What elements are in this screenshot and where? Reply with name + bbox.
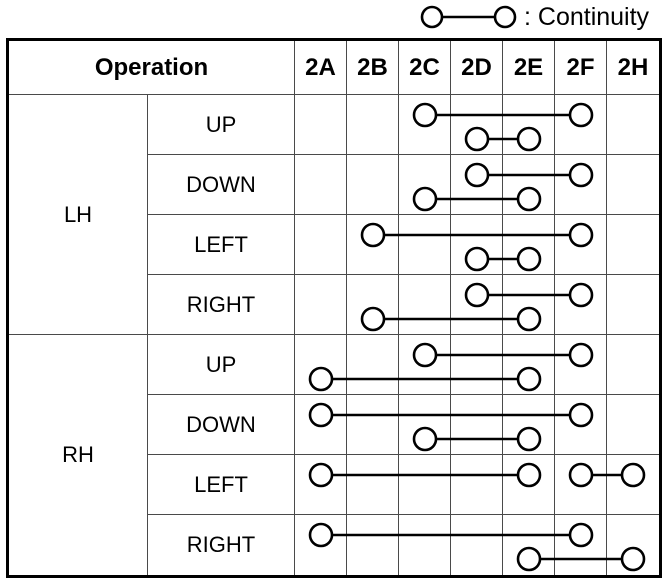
terminal-cell-2f <box>555 215 607 275</box>
terminal-cell-2b <box>347 455 399 515</box>
terminal-cell-2c <box>399 95 451 155</box>
operation-cell-lh-right: RIGHT <box>148 275 295 335</box>
terminal-cell-2f <box>555 515 607 575</box>
continuity-symbol-icon <box>420 5 517 29</box>
terminal-cell-2b <box>347 215 399 275</box>
terminal-cell-2d <box>451 395 503 455</box>
terminal-cell-2e <box>503 515 555 575</box>
terminal-cell-2d <box>451 95 503 155</box>
header-row: Operation 2A 2B 2C 2D 2E 2F 2H <box>9 41 659 95</box>
terminal-cell-2a <box>295 155 347 215</box>
operation-cell-lh-up: UP <box>148 95 295 155</box>
column-header-2b: 2B <box>347 41 399 95</box>
terminal-cell-2a <box>295 275 347 335</box>
operation-cell-lh-down: DOWN <box>148 155 295 215</box>
terminal-cell-2b <box>347 335 399 395</box>
terminal-cell-2a <box>295 95 347 155</box>
terminal-cell-2c <box>399 335 451 395</box>
terminal-cell-2h <box>607 455 659 515</box>
terminal-cell-2a <box>295 455 347 515</box>
terminal-cell-2d <box>451 215 503 275</box>
group-cell-rh: RH <box>9 335 148 575</box>
operation-header: Operation <box>9 41 295 95</box>
terminal-cell-2f <box>555 155 607 215</box>
continuity-table: Operation 2A 2B 2C 2D 2E 2F 2H LH UP DOW… <box>6 38 662 578</box>
terminal-cell-2h <box>607 335 659 395</box>
row-rh-right: RIGHT <box>9 515 659 575</box>
legend-label: : Continuity <box>524 2 650 31</box>
column-header-2h: 2H <box>607 41 659 95</box>
terminal-cell-2b <box>347 515 399 575</box>
terminal-cell-2e <box>503 335 555 395</box>
terminal-cell-2d <box>451 275 503 335</box>
terminal-cell-2h <box>607 395 659 455</box>
terminal-cell-2d <box>451 455 503 515</box>
terminal-cell-2c <box>399 215 451 275</box>
terminal-cell-2d <box>451 515 503 575</box>
operation-cell-lh-left: LEFT <box>148 215 295 275</box>
terminal-cell-2f <box>555 455 607 515</box>
operation-cell-rh-right: RIGHT <box>148 515 295 575</box>
terminal-cell-2f <box>555 395 607 455</box>
row-rh-left: LEFT <box>9 455 659 515</box>
terminal-cell-2c <box>399 155 451 215</box>
terminal-cell-2e <box>503 395 555 455</box>
terminal-cell-2d <box>451 335 503 395</box>
terminal-cell-2f <box>555 275 607 335</box>
terminal-cell-2d <box>451 155 503 215</box>
terminal-cell-2c <box>399 275 451 335</box>
terminal-cell-2e <box>503 275 555 335</box>
column-header-2e: 2E <box>503 41 555 95</box>
operation-cell-rh-down: DOWN <box>148 395 295 455</box>
terminal-cell-2e <box>503 215 555 275</box>
terminal-cell-2a <box>295 395 347 455</box>
terminal-cell-2e <box>503 155 555 215</box>
column-header-2a: 2A <box>295 41 347 95</box>
terminal-cell-2a <box>295 515 347 575</box>
operation-cell-rh-up: UP <box>148 335 295 395</box>
terminal-cell-2a <box>295 215 347 275</box>
terminal-cell-2a <box>295 335 347 395</box>
terminal-cell-2b <box>347 395 399 455</box>
terminal-cell-2h <box>607 275 659 335</box>
terminal-cell-2c <box>399 395 451 455</box>
group-cell-lh: LH <box>9 95 148 335</box>
terminal-cell-2b <box>347 155 399 215</box>
continuity-legend: : Continuity <box>410 1 649 33</box>
terminal-cell-2h <box>607 515 659 575</box>
operation-cell-rh-left: LEFT <box>148 455 295 515</box>
column-header-2f: 2F <box>555 41 607 95</box>
column-header-2d: 2D <box>451 41 503 95</box>
terminal-cell-2h <box>607 215 659 275</box>
terminal-cell-2c <box>399 515 451 575</box>
column-header-2c: 2C <box>399 41 451 95</box>
terminal-cell-2e <box>503 95 555 155</box>
terminal-cell-2c <box>399 455 451 515</box>
terminal-cell-2b <box>347 95 399 155</box>
terminal-cell-2h <box>607 95 659 155</box>
terminal-cell-2b <box>347 275 399 335</box>
terminal-cell-2h <box>607 155 659 215</box>
terminal-cell-2e <box>503 455 555 515</box>
row-rh-up: RH UP <box>9 335 659 575</box>
row-lh-down: DOWN <box>9 155 659 215</box>
terminal-cell-2f <box>555 95 607 155</box>
terminal-cell-2f <box>555 335 607 395</box>
row-lh-up: LH UP <box>9 95 659 335</box>
